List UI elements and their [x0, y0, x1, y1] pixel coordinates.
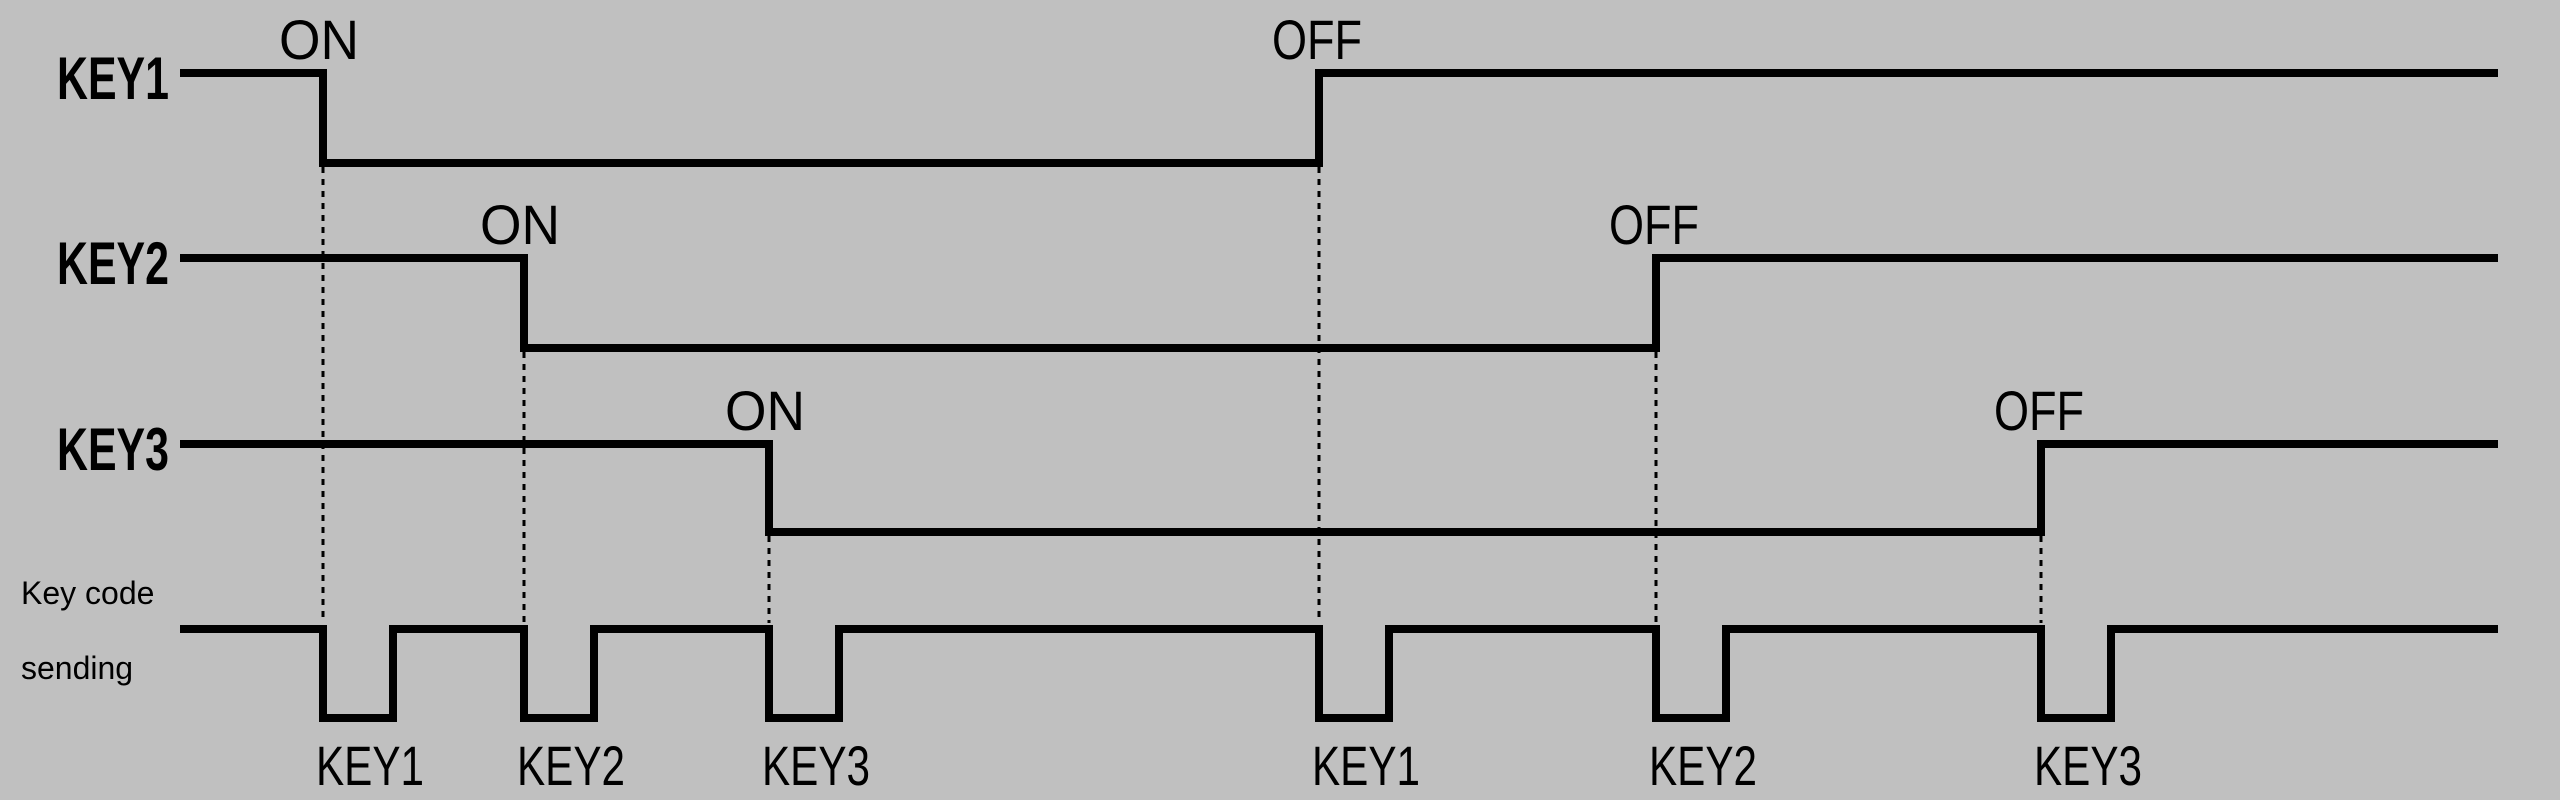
pulse-label-key3: KEY3	[2034, 734, 2142, 797]
pulse-label-key1: KEY1	[1312, 734, 1420, 797]
key2-on-label: ON	[480, 193, 560, 256]
key3-waveform	[180, 440, 2498, 536]
key1-off-label: OFF	[1272, 8, 1362, 71]
pulse-label-key2: KEY2	[517, 734, 625, 797]
key3-off-label: OFF	[1994, 379, 2084, 442]
pulse-label-key2: KEY2	[1649, 734, 1757, 797]
pulse-label-key3: KEY3	[762, 734, 870, 797]
key1-signal-label: KEY1	[57, 45, 169, 112]
key3-on-label: ON	[725, 379, 805, 442]
keycode-label-line1: Key code	[21, 575, 154, 611]
key2-waveform	[180, 254, 2498, 352]
pulse-label-key1: KEY1	[316, 734, 424, 797]
key2-off-label: OFF	[1609, 193, 1699, 256]
key1-on-label: ON	[279, 8, 359, 71]
keycode-waveform	[180, 625, 2498, 722]
keycode-label-line2: sending	[21, 650, 133, 686]
key3-signal-label: KEY3	[57, 416, 169, 483]
key1-waveform	[180, 69, 2498, 167]
key2-signal-label: KEY2	[57, 230, 169, 297]
